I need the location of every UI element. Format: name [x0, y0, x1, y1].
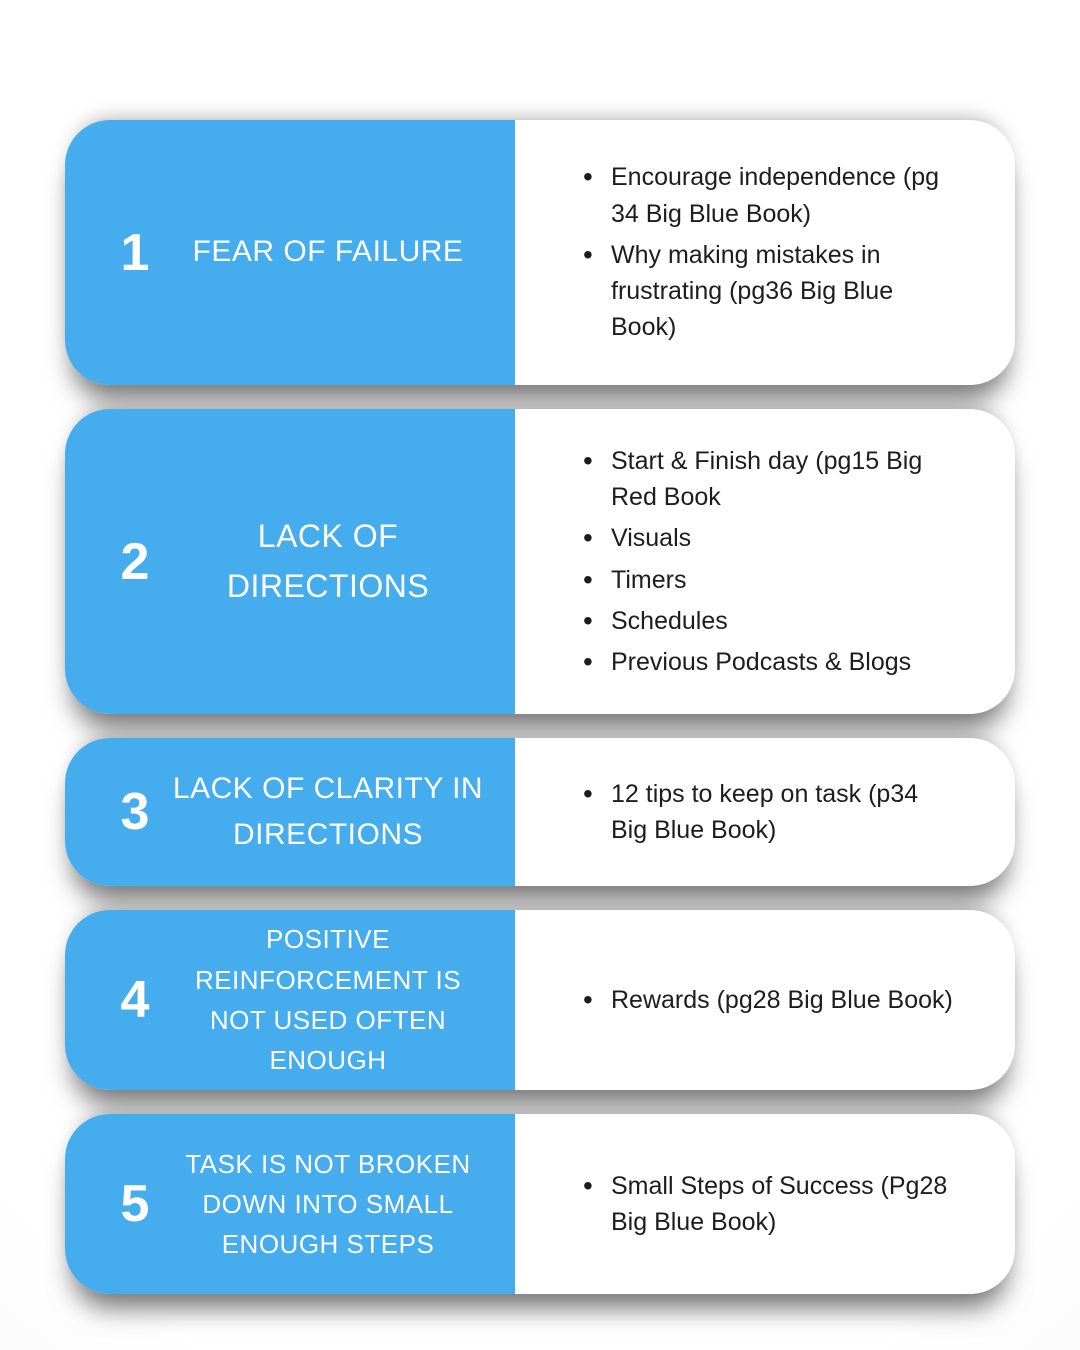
row-number: 2 [120, 532, 150, 591]
row-content-panel: Rewards (pg28 Big Blue Book) [515, 910, 1015, 1090]
rows-container: 1 FEAR OF FAILURE Encourage independence… [65, 0, 1015, 1294]
row-content-panel: 12 tips to keep on task (p34 Big Blue Bo… [515, 738, 1015, 886]
bullet-item: Why making mistakes in frustrating (pg36… [581, 235, 959, 346]
bullet-list: Encourage independence (pg 34 Big Blue B… [581, 154, 959, 350]
row-number: 3 [120, 783, 150, 841]
row-title: TASK IS NOT BROKEN DOWN INTO SMALL ENOUG… [185, 1148, 471, 1260]
bullet-item: Start & Finish day (pg15 Big Red Book [581, 441, 959, 516]
row-card: 2 LACK OF DIRECTIONS Start & Finish day … [65, 409, 1015, 714]
row-number: 4 [120, 971, 150, 1029]
row-header-panel: 4 POSITIVE REINFORCEMENT IS NOT USED OFT… [65, 910, 515, 1090]
row-header-panel: 5 TASK IS NOT BROKEN DOWN INTO SMALL ENO… [65, 1114, 515, 1294]
row-title: LACK OF CLARITY IN DIRECTIONS [172, 771, 484, 852]
bullet-item: Visuals [581, 518, 959, 559]
bullet-item: Schedules [581, 601, 959, 642]
row-card: 5 TASK IS NOT BROKEN DOWN INTO SMALL ENO… [65, 1114, 1015, 1294]
row-card: 1 FEAR OF FAILURE Encourage independence… [65, 120, 1015, 385]
bullet-item: 12 tips to keep on task (p34 Big Blue Bo… [581, 774, 959, 849]
bullet-list: Small Steps of Success (Pg28 Big Blue Bo… [581, 1163, 959, 1246]
row-card: 4 POSITIVE REINFORCEMENT IS NOT USED OFT… [65, 910, 1015, 1090]
bullet-item: Previous Podcasts & Blogs [581, 642, 959, 683]
row-number: 1 [120, 223, 150, 282]
bullet-item: Encourage independence (pg 34 Big Blue B… [581, 157, 959, 232]
bullet-item: Rewards (pg28 Big Blue Book) [581, 980, 953, 1021]
row-header-panel: 1 FEAR OF FAILURE [65, 120, 515, 385]
bullet-item: Small Steps of Success (Pg28 Big Blue Bo… [581, 1166, 959, 1241]
row-title: LACK OF DIRECTIONS [226, 517, 430, 604]
row-content-panel: Start & Finish day (pg15 Big Red BookVis… [515, 409, 1015, 714]
row-number: 5 [120, 1175, 150, 1233]
bullet-list: 12 tips to keep on task (p34 Big Blue Bo… [581, 771, 959, 854]
row-header-panel: 3 LACK OF CLARITY IN DIRECTIONS [65, 738, 515, 886]
row-header-panel: 2 LACK OF DIRECTIONS [65, 409, 515, 714]
bullet-list: Start & Finish day (pg15 Big Red BookVis… [581, 438, 959, 686]
row-content-panel: Encourage independence (pg 34 Big Blue B… [515, 120, 1015, 385]
row-title: FEAR OF FAILURE [192, 235, 464, 269]
bullet-item: Timers [581, 559, 959, 600]
row-title: POSITIVE REINFORCEMENT IS NOT USED OFTEN… [194, 924, 462, 1076]
row-card: 3 LACK OF CLARITY IN DIRECTIONS 12 tips … [65, 738, 1015, 886]
bullet-list: Rewards (pg28 Big Blue Book) [581, 977, 953, 1023]
row-content-panel: Small Steps of Success (Pg28 Big Blue Bo… [515, 1114, 1015, 1294]
